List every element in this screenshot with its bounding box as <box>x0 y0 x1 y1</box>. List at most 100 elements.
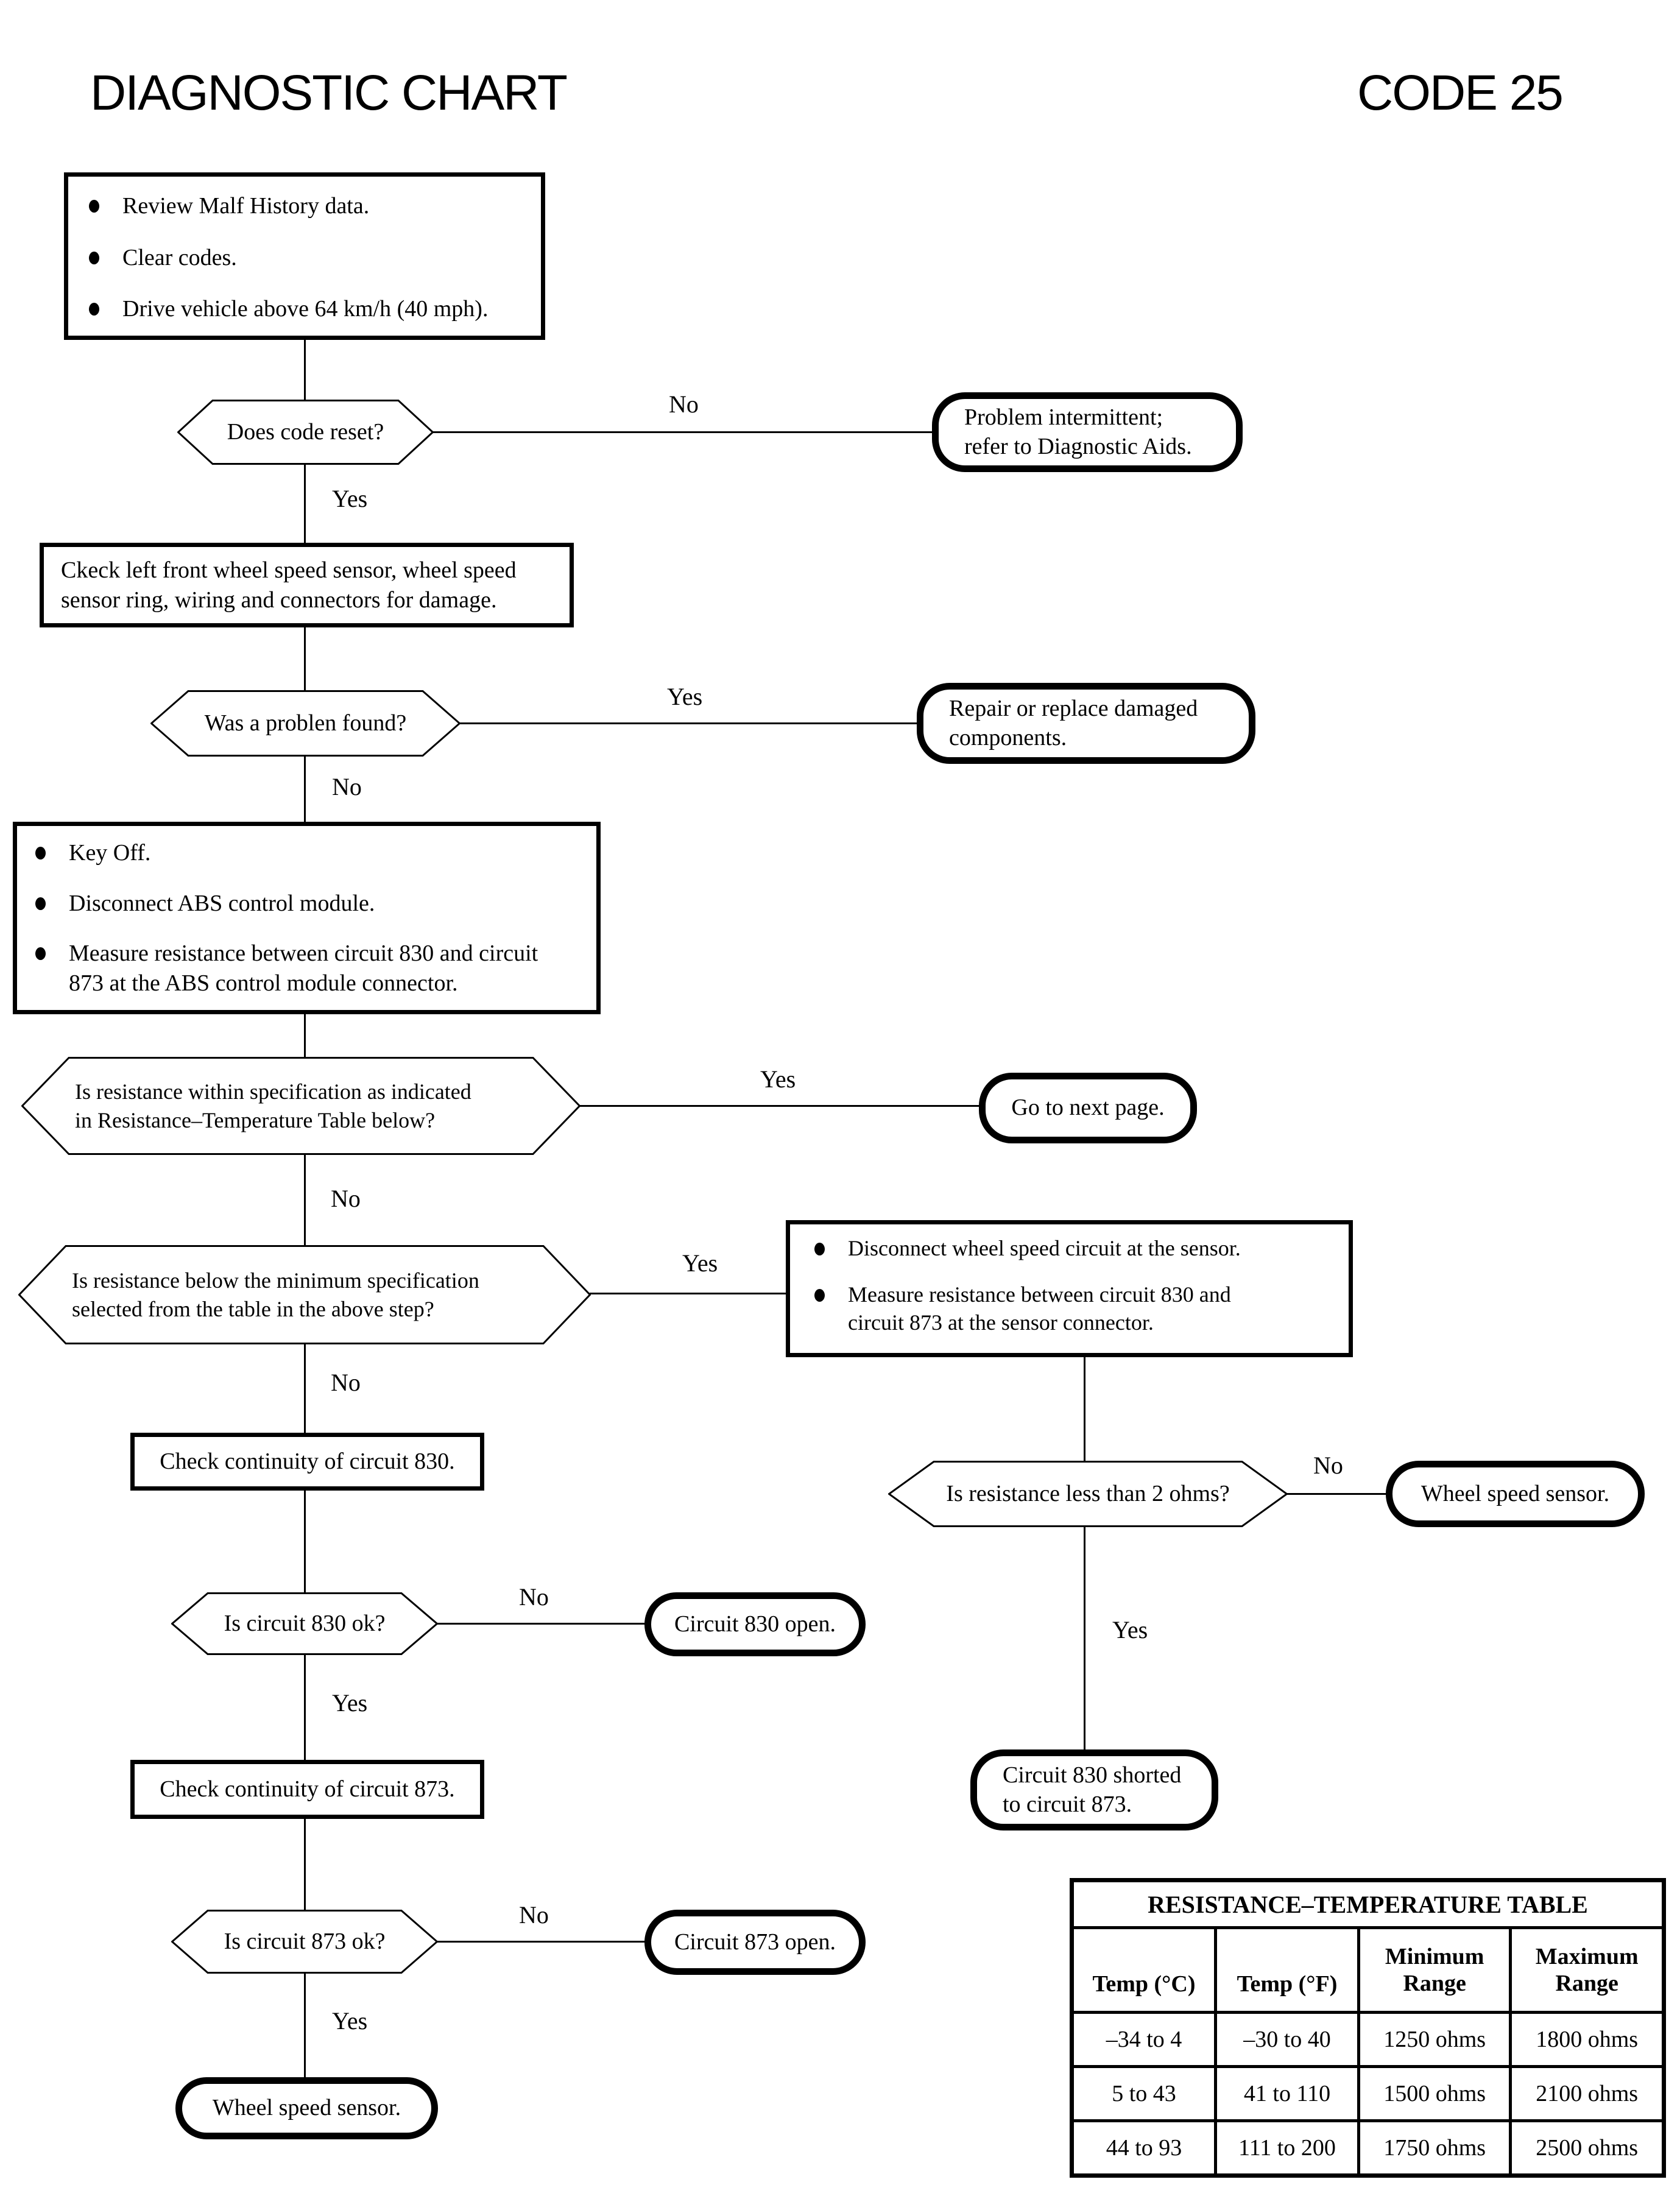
terminal-circuit-830-shorted: Circuit 830 shorted to circuit 873. <box>970 1749 1218 1830</box>
connector-line <box>304 1343 306 1434</box>
terminal-go-next-page: Go to next page. <box>979 1073 1197 1143</box>
page-title: DIAGNOSTIC CHART <box>90 65 568 121</box>
table-row: –34 to 4 –30 to 40 1250 ohms 1800 ohms <box>1070 2011 1665 2068</box>
table-cell: –30 to 40 <box>1214 2011 1360 2068</box>
edge-label-no: No <box>331 1369 361 1396</box>
edge-label-yes: Yes <box>332 2007 368 2035</box>
hexagon-shape <box>171 1592 438 1655</box>
table-cell: –34 to 4 <box>1070 2011 1217 2068</box>
connector-line <box>590 1293 787 1294</box>
step-box-initial: Review Malf History data. Clear codes. D… <box>64 172 545 340</box>
column-header-temp-c: Temp (°C) <box>1070 1926 1217 2014</box>
bullet-item: Measure resistance between circuit 830 a… <box>35 939 590 998</box>
edge-label-no: No <box>332 773 362 800</box>
bullet-item: Review Malf History data. <box>89 191 535 221</box>
hexagon-shape <box>171 1910 438 1974</box>
connector-line <box>304 1654 306 1761</box>
hexagon-shape <box>150 690 461 757</box>
connector-line <box>437 1623 646 1625</box>
edge-label-yes: Yes <box>332 485 368 512</box>
terminal-circuit-873-open: Circuit 873 open. <box>644 1910 866 1975</box>
table-cell: 41 to 110 <box>1214 2065 1360 2122</box>
decision-was-problem-found: Was a problen found? <box>150 690 461 757</box>
terminal-repair-replace: Repair or replace damaged components. <box>917 683 1255 764</box>
connector-line <box>304 1818 306 1911</box>
bullet-icon <box>89 251 99 264</box>
bullet-icon <box>35 947 46 961</box>
bullet-icon <box>89 303 99 316</box>
bullet-icon <box>814 1243 825 1255</box>
hexagon-shape <box>888 1461 1288 1527</box>
edge-label-yes: Yes <box>760 1065 796 1093</box>
step-check-continuity-873: Check continuity of circuit 873. <box>130 1760 484 1819</box>
step-check-left-front-sensor: Ckeck left front wheel speed sensor, whe… <box>40 543 574 627</box>
decision-circuit-873-ok: Is circuit 873 ok? <box>171 1910 438 1974</box>
column-header-max-range: Maximum Range <box>1509 1926 1665 2014</box>
connector-line <box>304 1489 306 1594</box>
connector-line <box>459 722 918 724</box>
decision-circuit-830-ok: Is circuit 830 ok? <box>171 1592 438 1655</box>
bullet-item: Clear codes. <box>89 243 535 273</box>
edge-label-yes: Yes <box>682 1249 718 1277</box>
step-key-off-measure: Key Off. Disconnect ABS control module. … <box>13 822 601 1014</box>
bullet-icon <box>35 897 46 910</box>
resistance-temperature-table: RESISTANCE–TEMPERATURE TABLE Temp (°C) T… <box>1070 1878 1666 2178</box>
edge-label-no: No <box>331 1185 361 1212</box>
bullet-icon <box>814 1289 825 1302</box>
bullet-item: Key Off. <box>35 838 590 868</box>
page-code: CODE 25 <box>1357 65 1564 121</box>
table-cell: 1750 ohms <box>1357 2119 1512 2177</box>
table-cell: 1250 ohms <box>1357 2011 1512 2068</box>
edge-label-yes: Yes <box>1112 1616 1148 1643</box>
terminal-circuit-830-open: Circuit 830 open. <box>644 1592 866 1656</box>
table-cell: 111 to 200 <box>1214 2119 1360 2177</box>
connector-line <box>304 626 306 691</box>
edge-label-no: No <box>1313 1452 1343 1479</box>
terminal-wheel-speed-sensor-bottom: Wheel speed sensor. <box>175 2077 438 2139</box>
table-row: 44 to 93 111 to 200 1750 ohms 2500 ohms <box>1070 2119 1665 2177</box>
table-cell: 44 to 93 <box>1070 2119 1217 2177</box>
bullet-item: Disconnect ABS control module. <box>35 889 590 919</box>
table-row: 5 to 43 41 to 110 1500 ohms 2100 ohms <box>1070 2065 1665 2122</box>
decision-resistance-below-min: Is resistance below the minimum specific… <box>18 1245 591 1344</box>
table-cell: 1800 ohms <box>1509 2011 1665 2068</box>
table-cell: 1500 ohms <box>1357 2065 1512 2122</box>
connector-line <box>437 1941 646 1943</box>
decision-does-code-reset: Does code reset? <box>177 400 434 465</box>
terminal-problem-intermittent: Problem intermittent; refer to Diagnosti… <box>932 392 1243 472</box>
bullet-icon <box>89 200 99 213</box>
connector-line <box>304 339 306 401</box>
edge-label-no: No <box>519 1583 549 1611</box>
connector-line <box>579 1105 980 1107</box>
table-cell: 2100 ohms <box>1509 2065 1665 2122</box>
connector-line <box>1084 1526 1085 1751</box>
connector-line <box>1286 1493 1387 1495</box>
column-header-min-range: Minimum Range <box>1357 1926 1512 2014</box>
decision-resistance-within-spec: Is resistance within specification as in… <box>21 1057 581 1155</box>
hexagon-shape <box>18 1245 591 1344</box>
step-disconnect-sensor-measure: Disconnect wheel speed circuit at the se… <box>786 1220 1353 1357</box>
bullet-item: Measure resistance between circuit 830 a… <box>814 1280 1343 1336</box>
bullet-item: Drive vehicle above 64 km/h (40 mph). <box>89 294 535 324</box>
hexagon-shape <box>21 1057 581 1155</box>
edge-label-yes: Yes <box>667 683 703 710</box>
connector-line <box>304 1013 306 1058</box>
column-header-temp-f: Temp (°F) <box>1214 1926 1360 2014</box>
decision-resistance-less-2ohms: Is resistance less than 2 ohms? <box>888 1461 1288 1527</box>
table-title: RESISTANCE–TEMPERATURE TABLE <box>1070 1879 1665 1929</box>
connector-line <box>304 755 306 823</box>
table-cell: 5 to 43 <box>1070 2065 1217 2122</box>
edge-label-no: No <box>669 390 699 418</box>
hexagon-shape <box>177 400 434 465</box>
bullet-item: Disconnect wheel speed circuit at the se… <box>814 1234 1343 1262</box>
connector-line <box>432 431 933 433</box>
bullet-icon <box>35 847 46 860</box>
connector-line <box>1084 1356 1085 1462</box>
edge-label-no: No <box>519 1901 549 1929</box>
connector-line <box>304 464 306 544</box>
step-check-continuity-830: Check continuity of circuit 830. <box>130 1433 484 1491</box>
connector-line <box>304 1154 306 1246</box>
connector-line <box>304 1972 306 2078</box>
table-cell: 2500 ohms <box>1509 2119 1665 2177</box>
